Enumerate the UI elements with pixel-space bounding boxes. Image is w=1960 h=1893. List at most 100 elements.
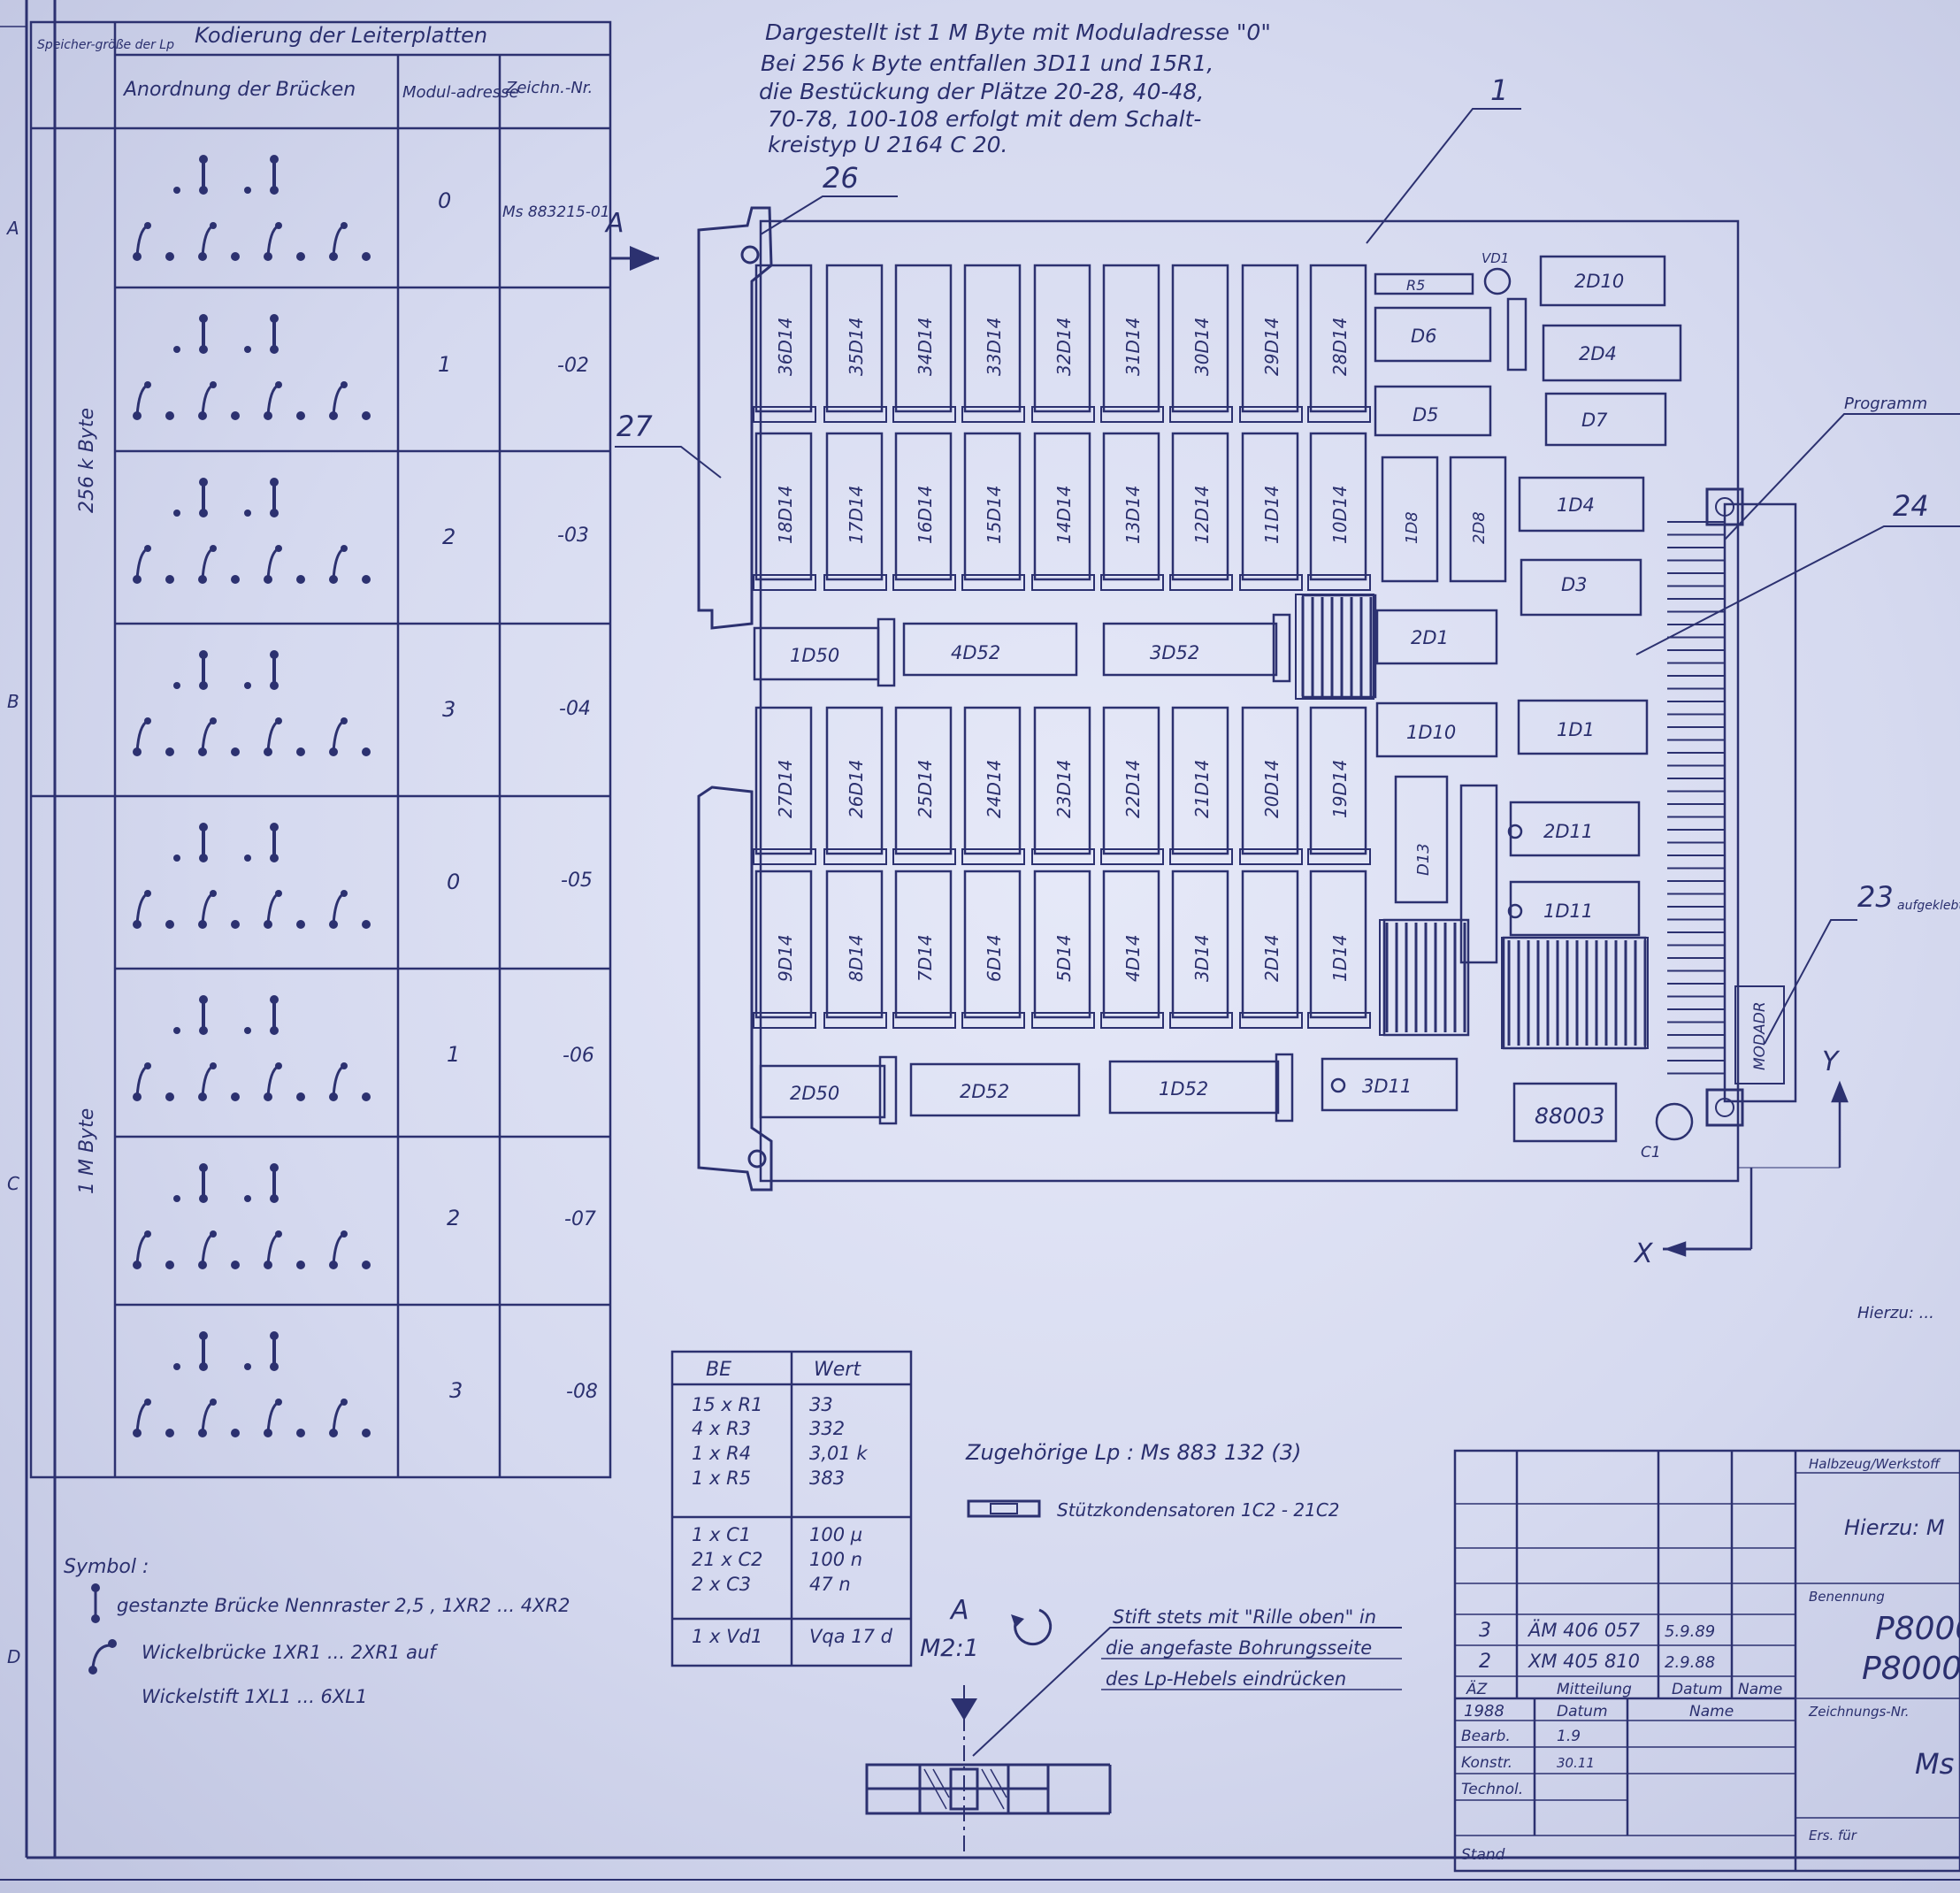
parts-header-be: BE	[706, 1359, 731, 1381]
memory-chip	[1241, 870, 1299, 1019]
chip-label: D6	[1411, 326, 1437, 347]
header-size: Speicher-größe der Lp	[37, 38, 174, 52]
memory-chip	[825, 264, 884, 413]
chip-label: 2D14	[1261, 934, 1282, 982]
chip-capacitor	[1100, 848, 1164, 865]
tb-change-az: 2	[1479, 1651, 1491, 1673]
tb-bearb: Bearb.	[1461, 1728, 1511, 1745]
parts-wert: 3,01 k	[809, 1443, 868, 1464]
capacitors-note: Stützkondensatoren 1C2 - 21C2	[1057, 1499, 1340, 1521]
xy-axes	[1663, 1080, 1849, 1257]
note-line: kreistyp U 2164 C 20.	[768, 132, 1008, 157]
tb-zeichnungsnr-label: Zeichnungs-Nr.	[1808, 1704, 1909, 1720]
bridge-pattern	[133, 650, 371, 756]
associated-lp: Zugehörige Lp : Ms 883 132 (3)	[965, 1440, 1301, 1465]
pin-note-line: Stift stets mit "Rille oben" in	[1113, 1606, 1376, 1628]
parts-be: 21 x C2	[692, 1549, 763, 1570]
callout-27: 27	[616, 410, 653, 443]
chip-capacitor	[823, 1012, 887, 1029]
chip-label: 1D11	[1543, 901, 1593, 922]
chip-label: 1D4	[1557, 494, 1595, 516]
memory-chip	[963, 264, 1022, 413]
parts-wert: 47 n	[809, 1574, 851, 1595]
memory-chip	[1033, 432, 1091, 581]
chip-capacitor	[823, 574, 887, 591]
connector-screw	[1705, 1088, 1744, 1127]
chip-capacitor	[1100, 406, 1164, 423]
row-drawing: -02	[557, 355, 589, 377]
callout-24: 24	[1893, 489, 1929, 523]
chip-capacitor	[961, 848, 1025, 865]
front-plate	[697, 206, 773, 1192]
parts-be: 2 x C3	[692, 1574, 751, 1595]
module-column: 0 1 2 3 0 1 2 3	[438, 188, 463, 1403]
pin-note: Stift stets mit "Rille oben" in die ange…	[972, 1606, 1402, 1757]
memory-chip	[1241, 432, 1299, 581]
edge-connector	[1723, 502, 1797, 1103]
chip-label: 4D52	[951, 642, 1000, 663]
memory-chip	[825, 706, 884, 855]
chip-capacitor	[1031, 406, 1095, 423]
memory-chip	[894, 706, 953, 855]
chip-label: 28D14	[1329, 318, 1351, 376]
chip-capacitor	[823, 848, 887, 865]
memory-chip	[825, 870, 884, 1019]
chip-label: 16D14	[915, 486, 936, 544]
chip-label: 8D14	[846, 934, 867, 982]
parts-wert: Vqa 17 d	[809, 1626, 893, 1647]
chip-capacitor	[1239, 848, 1303, 865]
chip-label: 2D10	[1574, 271, 1624, 292]
parts-be: 1 x C1	[692, 1524, 751, 1545]
chip-capacitor	[1239, 406, 1303, 423]
tb-header-az: ÄZ	[1466, 1680, 1488, 1698]
parts-be: 1 x Vd1	[692, 1626, 762, 1647]
chip-label: 20D14	[1261, 760, 1282, 818]
hierzu-right: Hierzu: ...	[1857, 1304, 1934, 1322]
callout-1: 1	[1490, 73, 1508, 107]
tb-konstr: Konstr.	[1461, 1754, 1512, 1772]
chip-label: 1D8	[1403, 511, 1421, 544]
board-stamp: 88003	[1535, 1103, 1605, 1129]
bottom-row-chips	[759, 1053, 1459, 1125]
right-chip-labels: R5 VD1 2D10 D6 2D4 D5 D7 1D8 2D8 1D4 D3 …	[1403, 250, 1624, 922]
bridge-pattern	[133, 314, 371, 420]
chip-label: 2D4	[1579, 343, 1617, 364]
row-module: 3	[442, 697, 456, 722]
chip-label: 29D14	[1261, 318, 1282, 376]
chip-label: 2D8	[1470, 511, 1489, 544]
tb-year: 1988	[1464, 1702, 1504, 1721]
zone-d: D	[7, 1646, 20, 1667]
chip-label: 19D14	[1329, 760, 1351, 818]
chip-label: 5D14	[1053, 934, 1075, 982]
chip-capacitor	[1307, 406, 1371, 423]
zone-a: A	[5, 218, 19, 239]
tb-technol: Technol.	[1461, 1781, 1523, 1798]
callout-23-note: aufgeklebt (selbstklebend)	[1897, 899, 1960, 913]
chip-label: 1D50	[790, 645, 839, 666]
axis-y: Y	[1822, 1046, 1841, 1077]
symbol-line-3: Wickelstift 1XL1 ... 6XL1	[142, 1686, 367, 1707]
bridge-pattern-group	[133, 155, 371, 1437]
parts-header-wert: Wert	[814, 1359, 861, 1381]
chip-label: 11D14	[1261, 486, 1282, 544]
row-module: 2	[442, 525, 456, 549]
tb-change-msg: XM 405 810	[1527, 1651, 1640, 1672]
row-module: 1	[438, 352, 451, 377]
tb-header-msg: Mitteilung	[1557, 1681, 1632, 1698]
memory-chip	[754, 432, 813, 581]
chip-capacitor	[1169, 574, 1233, 591]
memory-chip	[1171, 264, 1229, 413]
memory-chip	[963, 870, 1022, 1019]
c1-label: C1	[1641, 1144, 1661, 1161]
chip-label: 2D52	[960, 1081, 1009, 1102]
tb-zeichnungsnr: Ms	[1915, 1747, 1954, 1781]
tb-change-msg: ÄM 406 057	[1527, 1619, 1641, 1641]
row-drawing: -05	[561, 870, 593, 892]
connector-pins	[1667, 521, 1725, 1075]
row-module: 2	[447, 1206, 460, 1230]
chip-capacitor	[1169, 848, 1233, 865]
symbol-title: Symbol :	[64, 1556, 149, 1578]
tb-name1: P8000	[1875, 1611, 1960, 1647]
